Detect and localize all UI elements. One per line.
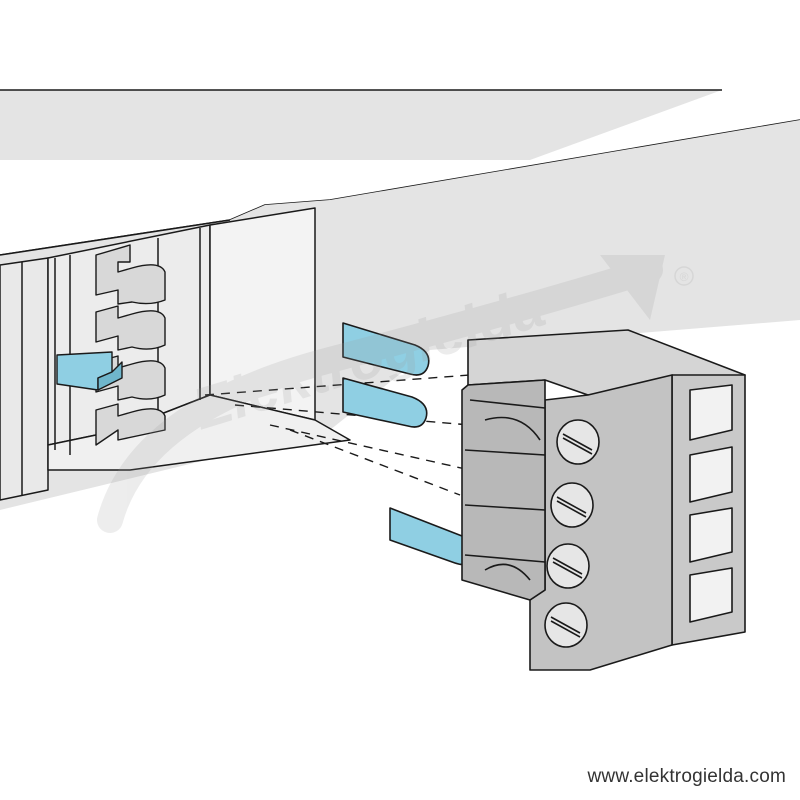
terminal-rib-3 — [464, 504, 546, 511]
housing-front-edge-left — [0, 219, 231, 256]
socket-contact-4 — [95, 403, 166, 446]
guide-line-4 — [289, 429, 461, 496]
watermark-arrow-icon — [600, 255, 665, 320]
coding-clip-installed — [56, 351, 123, 391]
socket-contact-3 — [95, 355, 166, 401]
guide-line-2 — [234, 404, 471, 426]
terminal-rib-4 — [464, 554, 546, 563]
terminal-opening-2 — [689, 446, 733, 503]
guide-line-3 — [269, 424, 471, 471]
terminal-rib-1 — [469, 399, 546, 409]
socket-left-panel — [0, 257, 49, 501]
housing-top-face — [0, 90, 722, 160]
registered-mark-circle — [674, 266, 694, 286]
registered-mark: ® — [680, 270, 689, 284]
website-url: www.elektrogielda.com — [587, 766, 786, 787]
terminal-hook-2 — [484, 563, 531, 581]
watermark-swoosh — [97, 257, 663, 533]
terminal-rib-2 — [464, 449, 546, 456]
screw-2 — [550, 482, 594, 528]
screw-3 — [546, 543, 590, 589]
coding-pin-2 — [342, 377, 428, 428]
coding-clip-side — [97, 361, 123, 391]
alignment-guides — [204, 374, 471, 496]
guide-line-1 — [204, 374, 471, 396]
screw-1 — [556, 419, 600, 465]
terminal-opening-1 — [689, 384, 733, 441]
screw-4 — [544, 602, 588, 648]
coding-pins — [342, 322, 476, 566]
terminal-opening-3 — [689, 507, 733, 563]
terminal-block — [461, 329, 746, 671]
socket-contact-1 — [95, 244, 166, 305]
terminal-screws — [544, 419, 600, 648]
terminal-hook-1 — [484, 416, 541, 441]
coding-pin-1 — [342, 322, 430, 376]
terminal-left-side — [461, 379, 546, 601]
socket-contact-2 — [95, 305, 166, 351]
socket-contacts — [95, 244, 166, 446]
terminal-opening-4 — [689, 567, 733, 623]
